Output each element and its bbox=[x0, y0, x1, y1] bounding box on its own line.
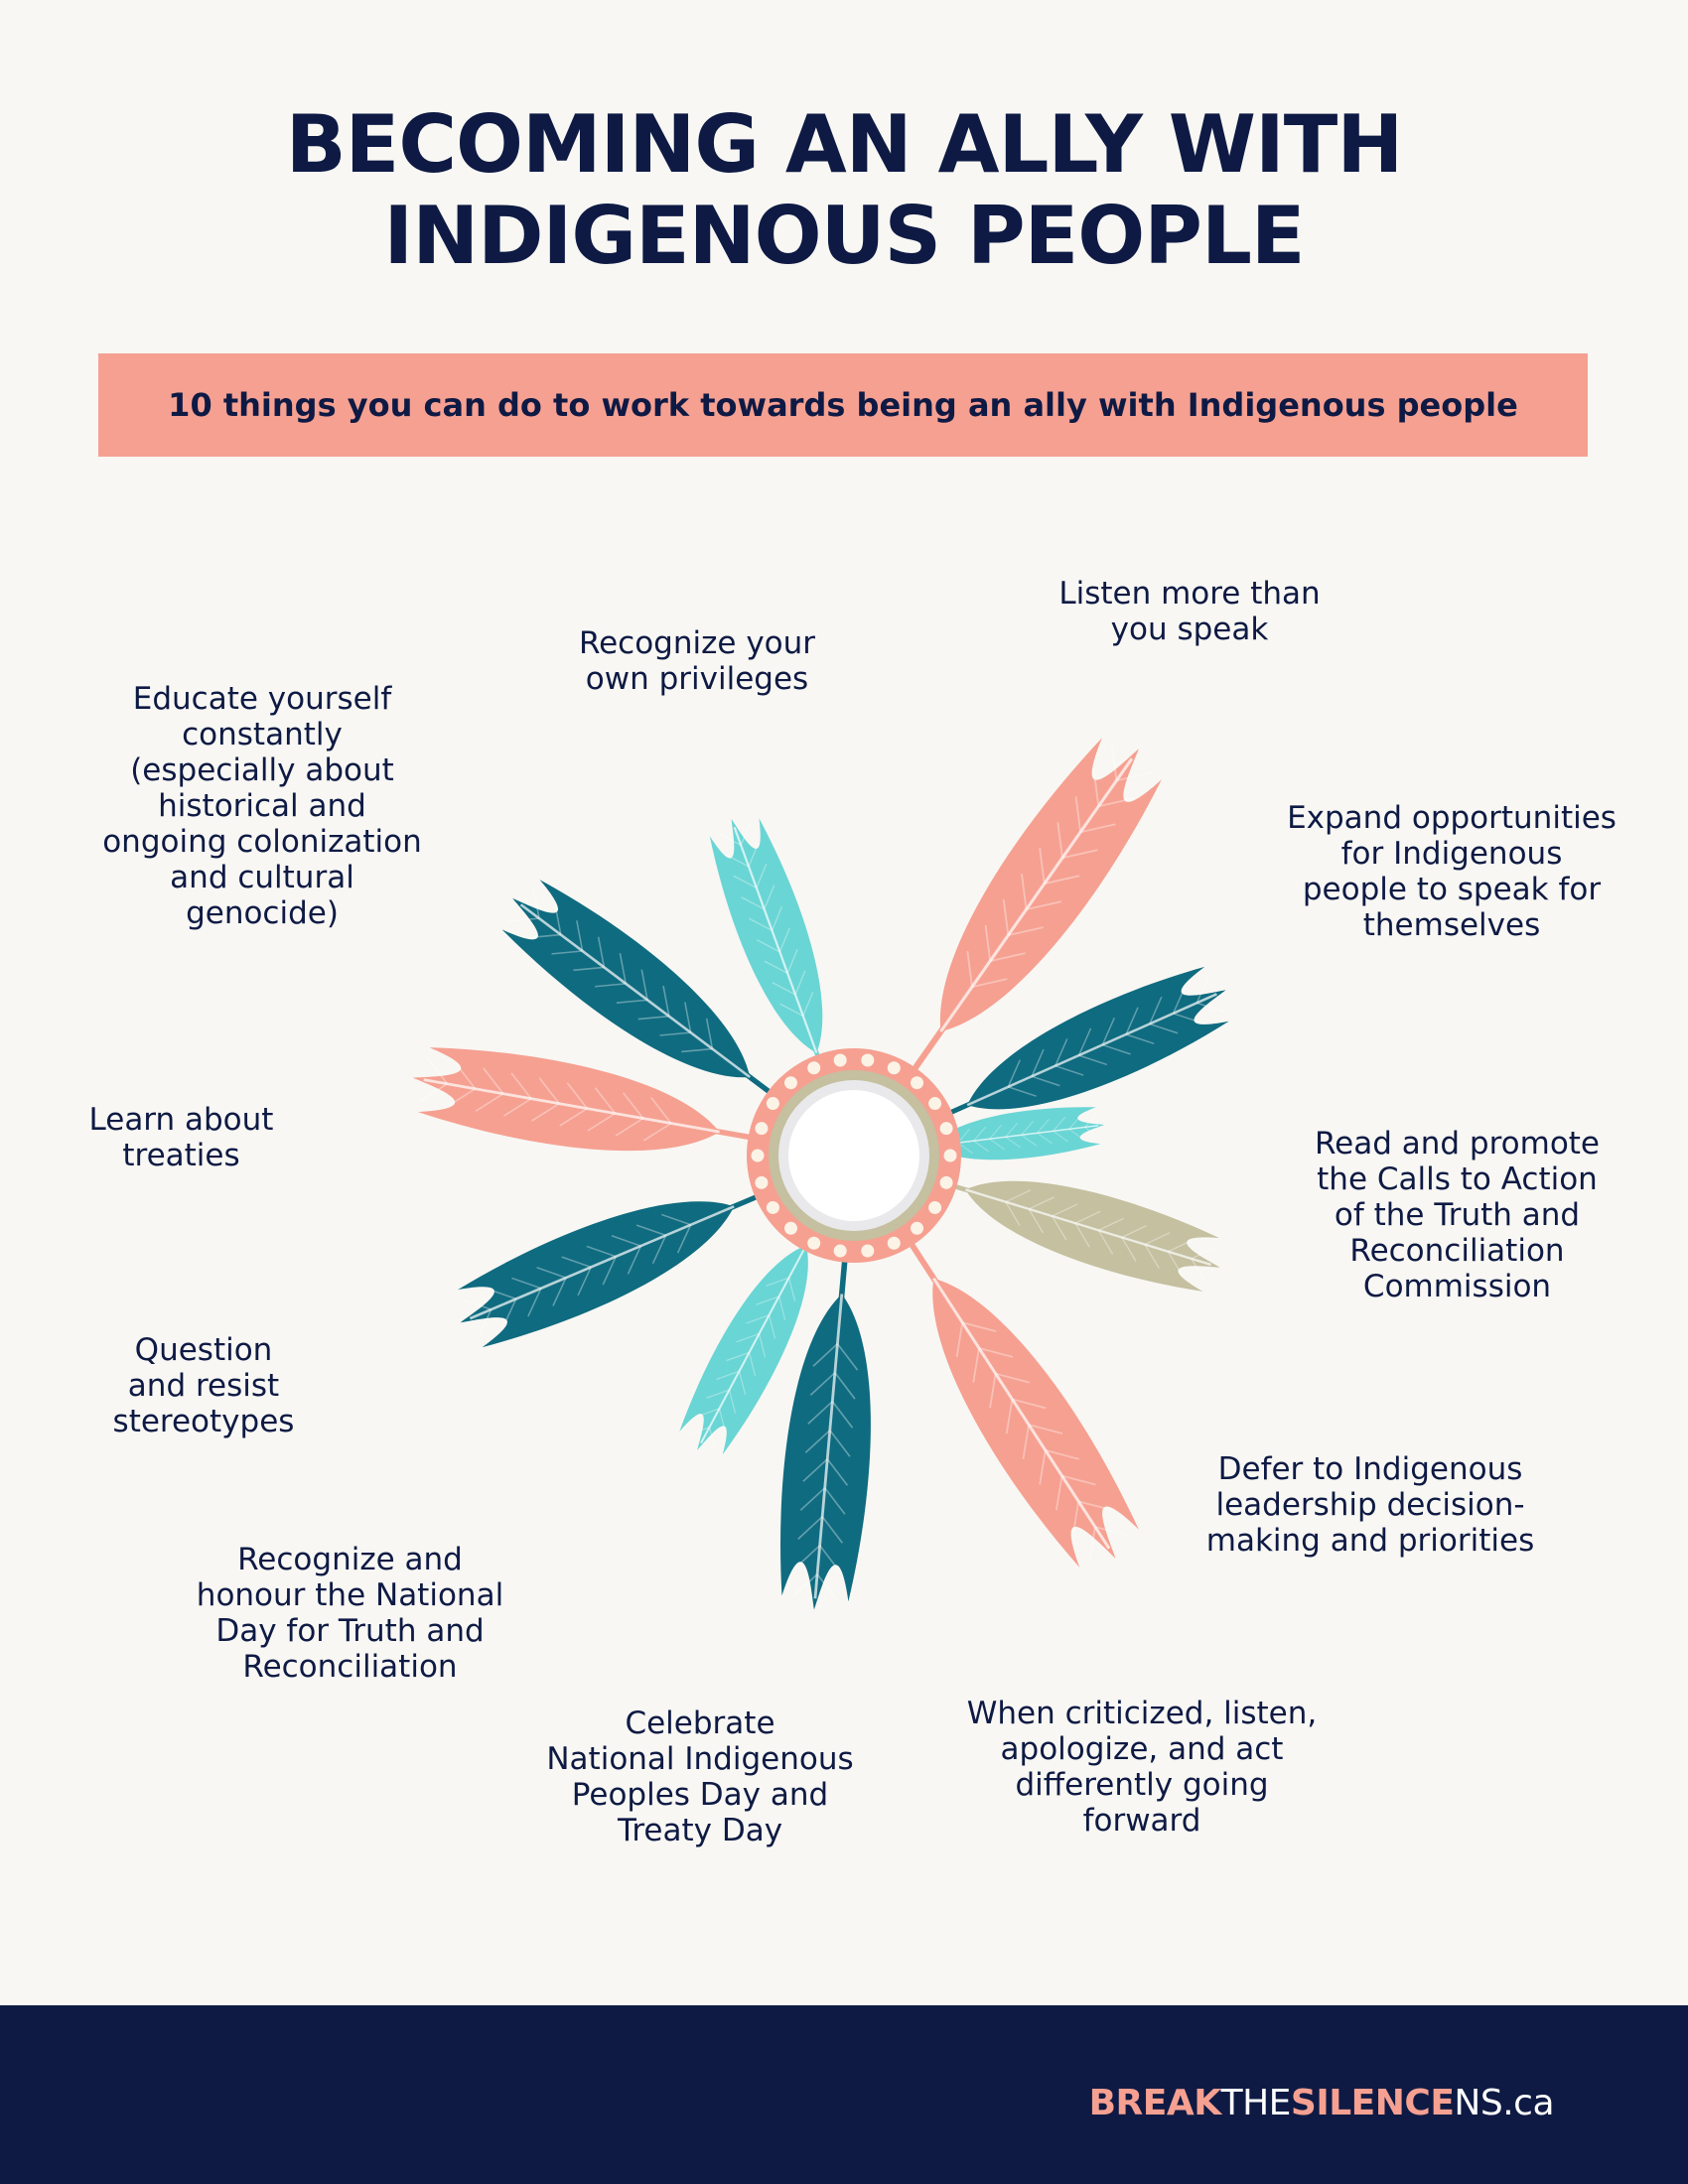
item-educate: Educate yourself constantly (especially … bbox=[102, 681, 422, 931]
brand-logo[interactable]: BREAKTHESILENCENS.ca bbox=[1088, 2083, 1555, 2123]
bead bbox=[766, 1200, 779, 1214]
bead bbox=[928, 1097, 942, 1111]
feather-1 bbox=[893, 738, 1162, 1098]
subtitle-banner: 10 things you can do to work towards bei… bbox=[98, 353, 1588, 457]
feather-6 bbox=[780, 1221, 871, 1610]
item-question: Question and resist stereotypes bbox=[112, 1332, 295, 1439]
bead bbox=[911, 1221, 924, 1235]
bead bbox=[755, 1175, 769, 1189]
feather-4 bbox=[907, 1169, 1220, 1292]
bead bbox=[755, 1122, 769, 1136]
item-privileges: Recognize your own privileges bbox=[578, 625, 816, 697]
bead bbox=[939, 1122, 953, 1136]
bead bbox=[807, 1236, 821, 1250]
page-title: BECOMING AN ALLY WITH INDIGENOUS PEOPLE bbox=[0, 99, 1688, 282]
feather-8 bbox=[458, 1177, 798, 1348]
bead bbox=[766, 1097, 779, 1111]
bead bbox=[751, 1149, 765, 1162]
subtitle-text: 10 things you can do to work towards bei… bbox=[168, 386, 1518, 424]
bead bbox=[911, 1076, 924, 1090]
item-celebrate: Celebrate National Indigenous Peoples Da… bbox=[546, 1706, 854, 1848]
bead bbox=[833, 1244, 847, 1258]
item-honour: Recognize and honour the National Day fo… bbox=[196, 1542, 504, 1685]
item-treaties: Learn about treaties bbox=[88, 1102, 274, 1173]
bead bbox=[861, 1053, 875, 1067]
bead bbox=[783, 1221, 797, 1235]
feather-wheel-illustration bbox=[412, 738, 1229, 1610]
bead bbox=[943, 1149, 957, 1162]
item-defer: Defer to Indigenous leadership decision-… bbox=[1205, 1451, 1535, 1559]
title-line-1: BECOMING AN ALLY WITH bbox=[285, 98, 1404, 191]
item-criticized: When criticized, listen, apologize, and … bbox=[966, 1696, 1318, 1839]
footer-bar: BREAKTHESILENCENS.ca bbox=[0, 2005, 1688, 2184]
bead bbox=[861, 1244, 875, 1258]
title-line-2: INDIGENOUS PEOPLE bbox=[383, 190, 1305, 282]
bead bbox=[887, 1236, 901, 1250]
item-expand: Expand opportunities for Indigenous peop… bbox=[1287, 800, 1617, 943]
feather-7 bbox=[679, 1197, 833, 1455]
item-read: Read and promote the Calls to Action of … bbox=[1314, 1126, 1601, 1304]
bead bbox=[783, 1076, 797, 1090]
bead bbox=[887, 1061, 901, 1075]
bead bbox=[807, 1061, 821, 1075]
bead bbox=[928, 1200, 942, 1214]
center-medallion bbox=[747, 1048, 961, 1263]
feather-9 bbox=[412, 1047, 790, 1152]
item-listen: Listen more than you speak bbox=[1058, 576, 1321, 647]
bead bbox=[833, 1053, 847, 1067]
bead bbox=[939, 1175, 953, 1189]
